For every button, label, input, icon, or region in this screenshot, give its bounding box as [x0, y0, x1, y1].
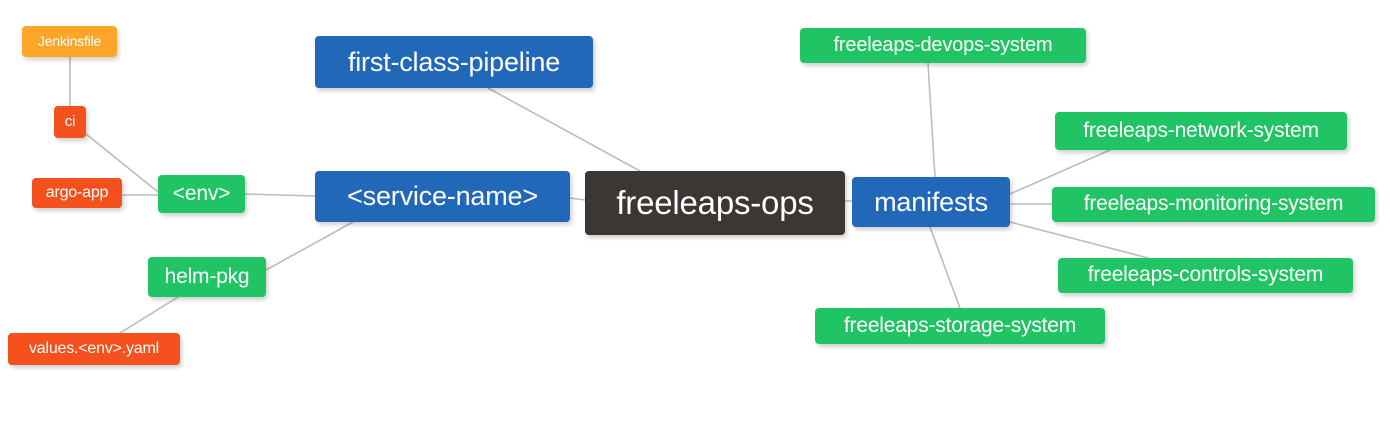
edge-service-name-to-helm-pkg	[265, 221, 354, 271]
node-label: <service-name>	[347, 181, 538, 212]
mindmap-node-pipeline[interactable]: first-class-pipeline	[315, 36, 593, 88]
node-label: helm-pkg	[164, 264, 250, 288]
mindmap-node-network[interactable]: freeleaps-network-system	[1055, 112, 1347, 150]
node-label: freeleaps-monitoring-system	[1083, 192, 1344, 216]
mindmap-node-helm-pkg[interactable]: helm-pkg	[148, 257, 266, 297]
mindmap-node-argo-app[interactable]: argo-app	[32, 178, 122, 208]
edge-helm-pkg-to-values-yaml	[119, 296, 179, 334]
mindmap-node-service-name[interactable]: <service-name>	[315, 171, 570, 222]
node-label: argo-app	[45, 183, 109, 201]
node-label: ci	[64, 113, 76, 131]
edge-manifests-to-devops	[927, 62, 936, 178]
edge-pipeline-to-root	[487, 87, 641, 172]
node-label: freeleaps-controls-system	[1087, 263, 1324, 287]
mindmap-node-devops[interactable]: freeleaps-devops-system	[800, 28, 1086, 63]
node-label: <env>	[172, 181, 231, 205]
node-label: values.<env>.yaml	[28, 339, 159, 357]
node-label: freeleaps-devops-system	[833, 34, 1053, 56]
edge-manifests-to-storage	[929, 226, 961, 309]
mindmap-node-storage[interactable]: freeleaps-storage-system	[815, 308, 1105, 344]
edge-env-to-service-name	[244, 193, 316, 197]
mindmap-node-env[interactable]: <env>	[158, 175, 245, 213]
node-label: manifests	[874, 186, 988, 217]
node-label: Jenkinsfile	[37, 33, 102, 50]
mindmap-node-root[interactable]: freeleaps-ops	[585, 171, 845, 235]
node-label: freeleaps-network-system	[1083, 118, 1319, 142]
edge-manifests-to-controls	[1009, 221, 1149, 259]
mindmap-node-jenkinsfile[interactable]: Jenkinsfile	[22, 26, 117, 57]
mindmap-node-manifests[interactable]: manifests	[852, 177, 1010, 227]
node-label: freeleaps-storage-system	[843, 313, 1077, 337]
mindmap-node-ci[interactable]: ci	[54, 106, 86, 138]
mindmap-node-values-yaml[interactable]: values.<env>.yaml	[8, 333, 180, 365]
mindmap-node-monitoring[interactable]: freeleaps-monitoring-system	[1052, 187, 1375, 222]
edge-service-name-to-root	[569, 197, 586, 201]
mindmap-node-controls[interactable]: freeleaps-controls-system	[1058, 258, 1353, 293]
node-label: first-class-pipeline	[347, 46, 561, 77]
node-label: freeleaps-ops	[616, 183, 814, 221]
